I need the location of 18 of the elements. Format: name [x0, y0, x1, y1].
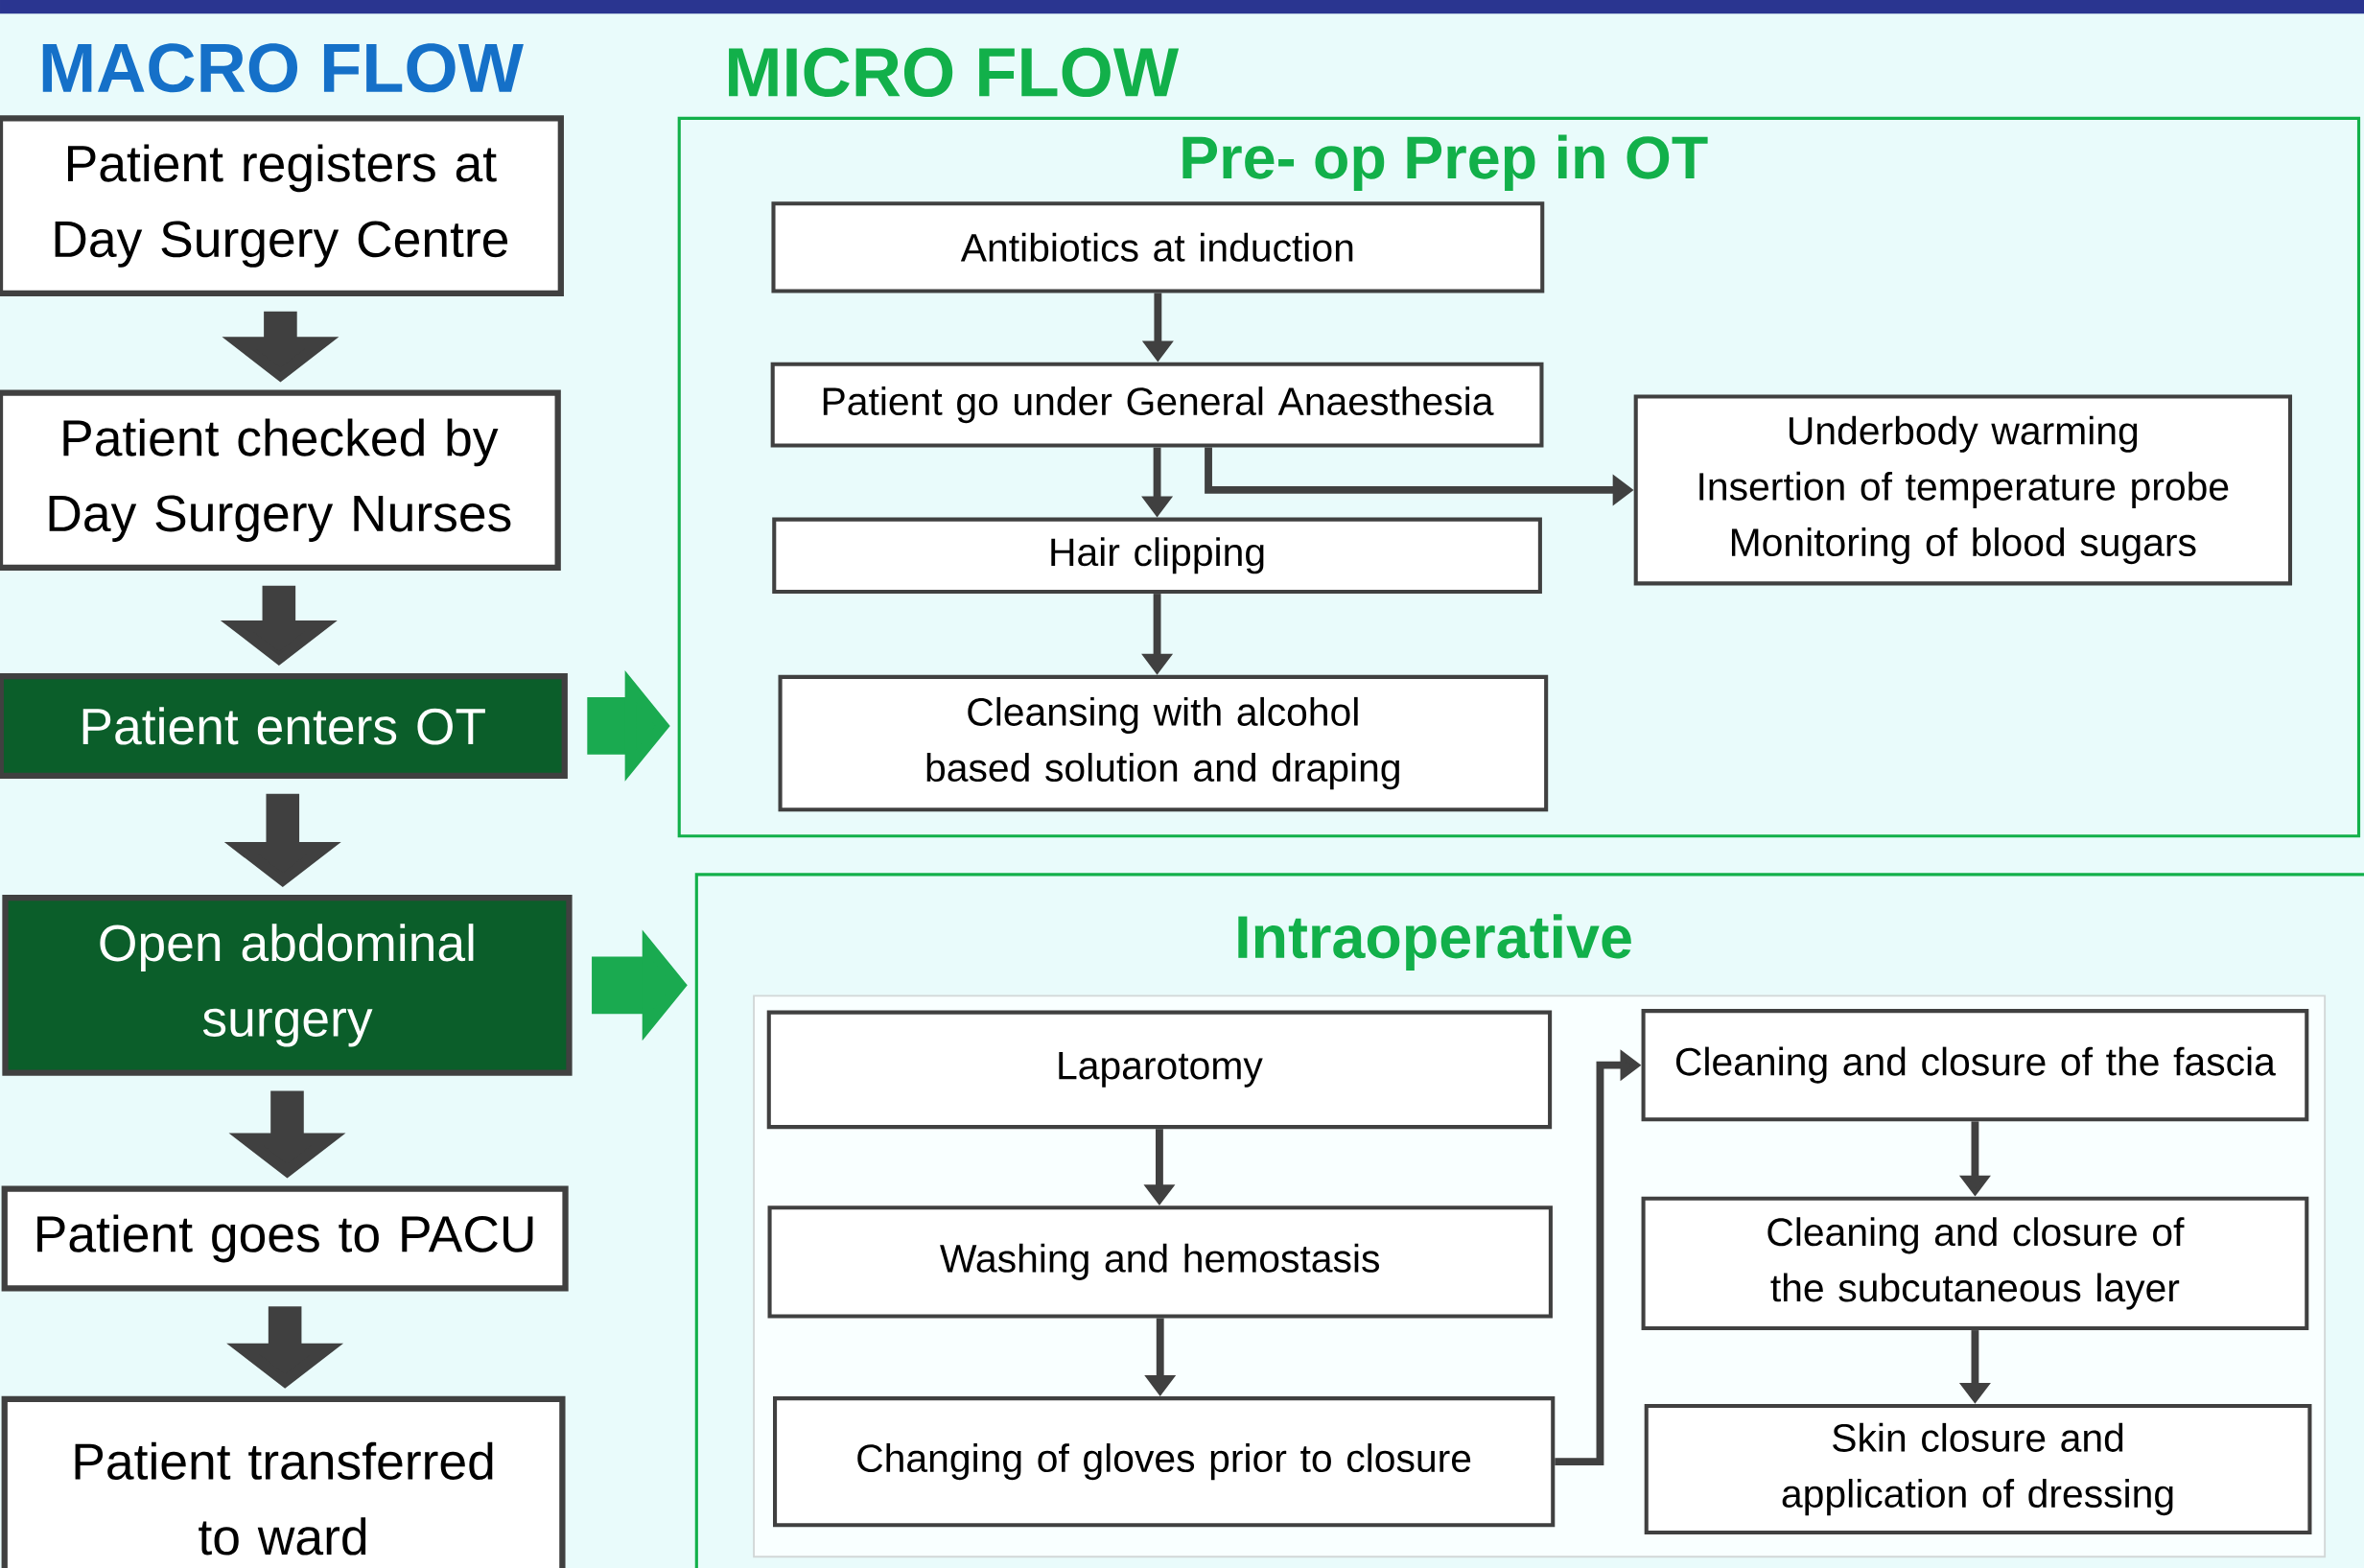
process-box: Antibiotics at induction [771, 201, 1545, 293]
process-box: Laparotomy [766, 1010, 1553, 1130]
process-box: Cleaning and closure of the fascia [1641, 1009, 2309, 1122]
process-box: Open abdominal surgery [2, 895, 573, 1076]
process-box: Cleansing with alcohol based solution and draping [778, 674, 1549, 812]
process-box: Underbody warming Insertion of temperature probe Monitoring of blood sugars [1633, 394, 2293, 586]
process-box: Patient goes to PACU [1, 1185, 569, 1292]
process-box: Patient enters OT [0, 672, 568, 779]
section-heading: MICRO FLOW [729, 47, 1180, 98]
process-box: Hair clipping [772, 517, 1542, 595]
process-box: Cleaning and closure of the subcutaneous layer [1641, 1196, 2309, 1331]
process-box: Patient registers at Day Surgery Centre [0, 115, 564, 296]
process-box: Patient checked by Day Surgery Nurses [0, 389, 561, 572]
process-box: Patient transferred to ward [1, 1395, 566, 1568]
process-box: Patient go under General Anaesthesia [770, 362, 1544, 448]
process-box: Changing of gloves prior to closure [773, 1396, 1556, 1528]
process-box: Skin closure and application of dressing [1644, 1403, 2312, 1535]
process-box: Washing and hemostasis [767, 1205, 1553, 1319]
